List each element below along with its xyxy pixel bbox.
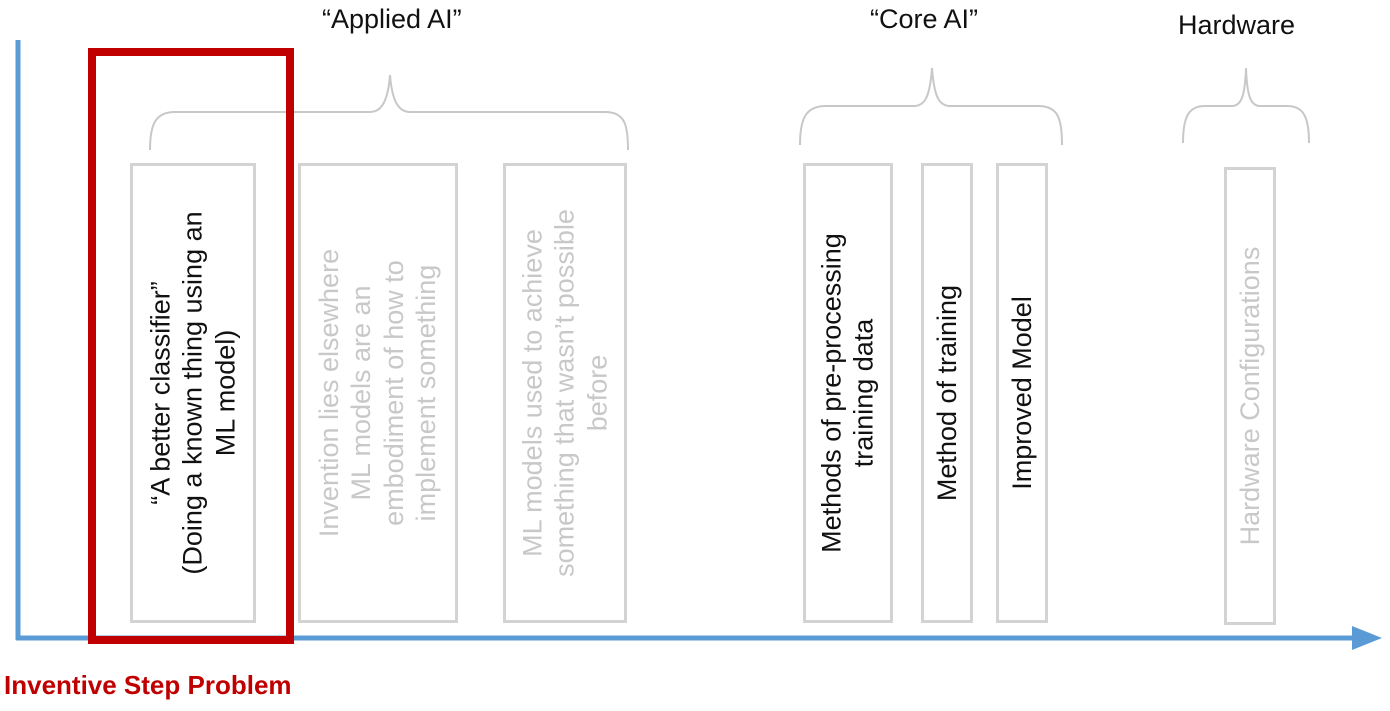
box-label-improved-model: Improved Model	[1006, 296, 1038, 490]
highlight-frame	[88, 48, 294, 644]
horizontal-axis-arrowhead	[1352, 626, 1382, 650]
label-line: Methods of pre-processing	[816, 233, 847, 553]
box-label-method-training: Method of training	[931, 285, 963, 501]
group-title-hardware: Hardware	[1178, 10, 1296, 40]
box-label-invention-elsewhere: Invention lies elsewhere ML models are a…	[313, 249, 443, 537]
inventive-step-caption: Inventive Step Problem	[4, 670, 292, 700]
box-preprocessing: Methods of pre-processing training data	[803, 163, 893, 623]
label-line: Invention lies elsewhere	[314, 248, 345, 538]
label-line: Improved Model	[1006, 296, 1037, 490]
box-invention-elsewhere: Invention lies elsewhere ML models are a…	[298, 163, 458, 623]
box-better-classifier: “A better classifier” (Doing a known thi…	[130, 163, 256, 623]
box-label-hardware-configurations: Hardware Configurations	[1234, 247, 1266, 546]
box-method-training: Method of training	[921, 163, 973, 623]
group-title-core-ai: “Core AI”	[870, 4, 979, 34]
label-line: ML models are an	[346, 285, 377, 501]
label-line: training data	[849, 318, 879, 468]
label-line: something that wasn’t possible	[549, 209, 580, 577]
box-label-preprocessing: Methods of pre-processing training data	[816, 233, 881, 553]
box-improved-model: Improved Model	[996, 163, 1048, 623]
label-line: embodiment of how to	[379, 260, 409, 526]
brace-hardware	[1182, 67, 1310, 144]
label-line: implement something	[411, 264, 442, 522]
group-title-applied-ai: “Applied AI”	[322, 4, 462, 34]
brace-applied	[149, 74, 629, 151]
box-not-possible-before: ML models used to achieve something that…	[503, 163, 627, 623]
brace-core	[799, 67, 1063, 146]
label-line: Method of training	[931, 284, 962, 502]
box-hardware-configurations: Hardware Configurations	[1224, 167, 1276, 625]
label-line: Hardware Configurations	[1234, 246, 1265, 546]
box-label-not-possible-before: ML models used to achieve something that…	[516, 209, 613, 577]
label-line: before	[582, 354, 613, 432]
label-line: ML models used to achieve	[517, 229, 548, 557]
